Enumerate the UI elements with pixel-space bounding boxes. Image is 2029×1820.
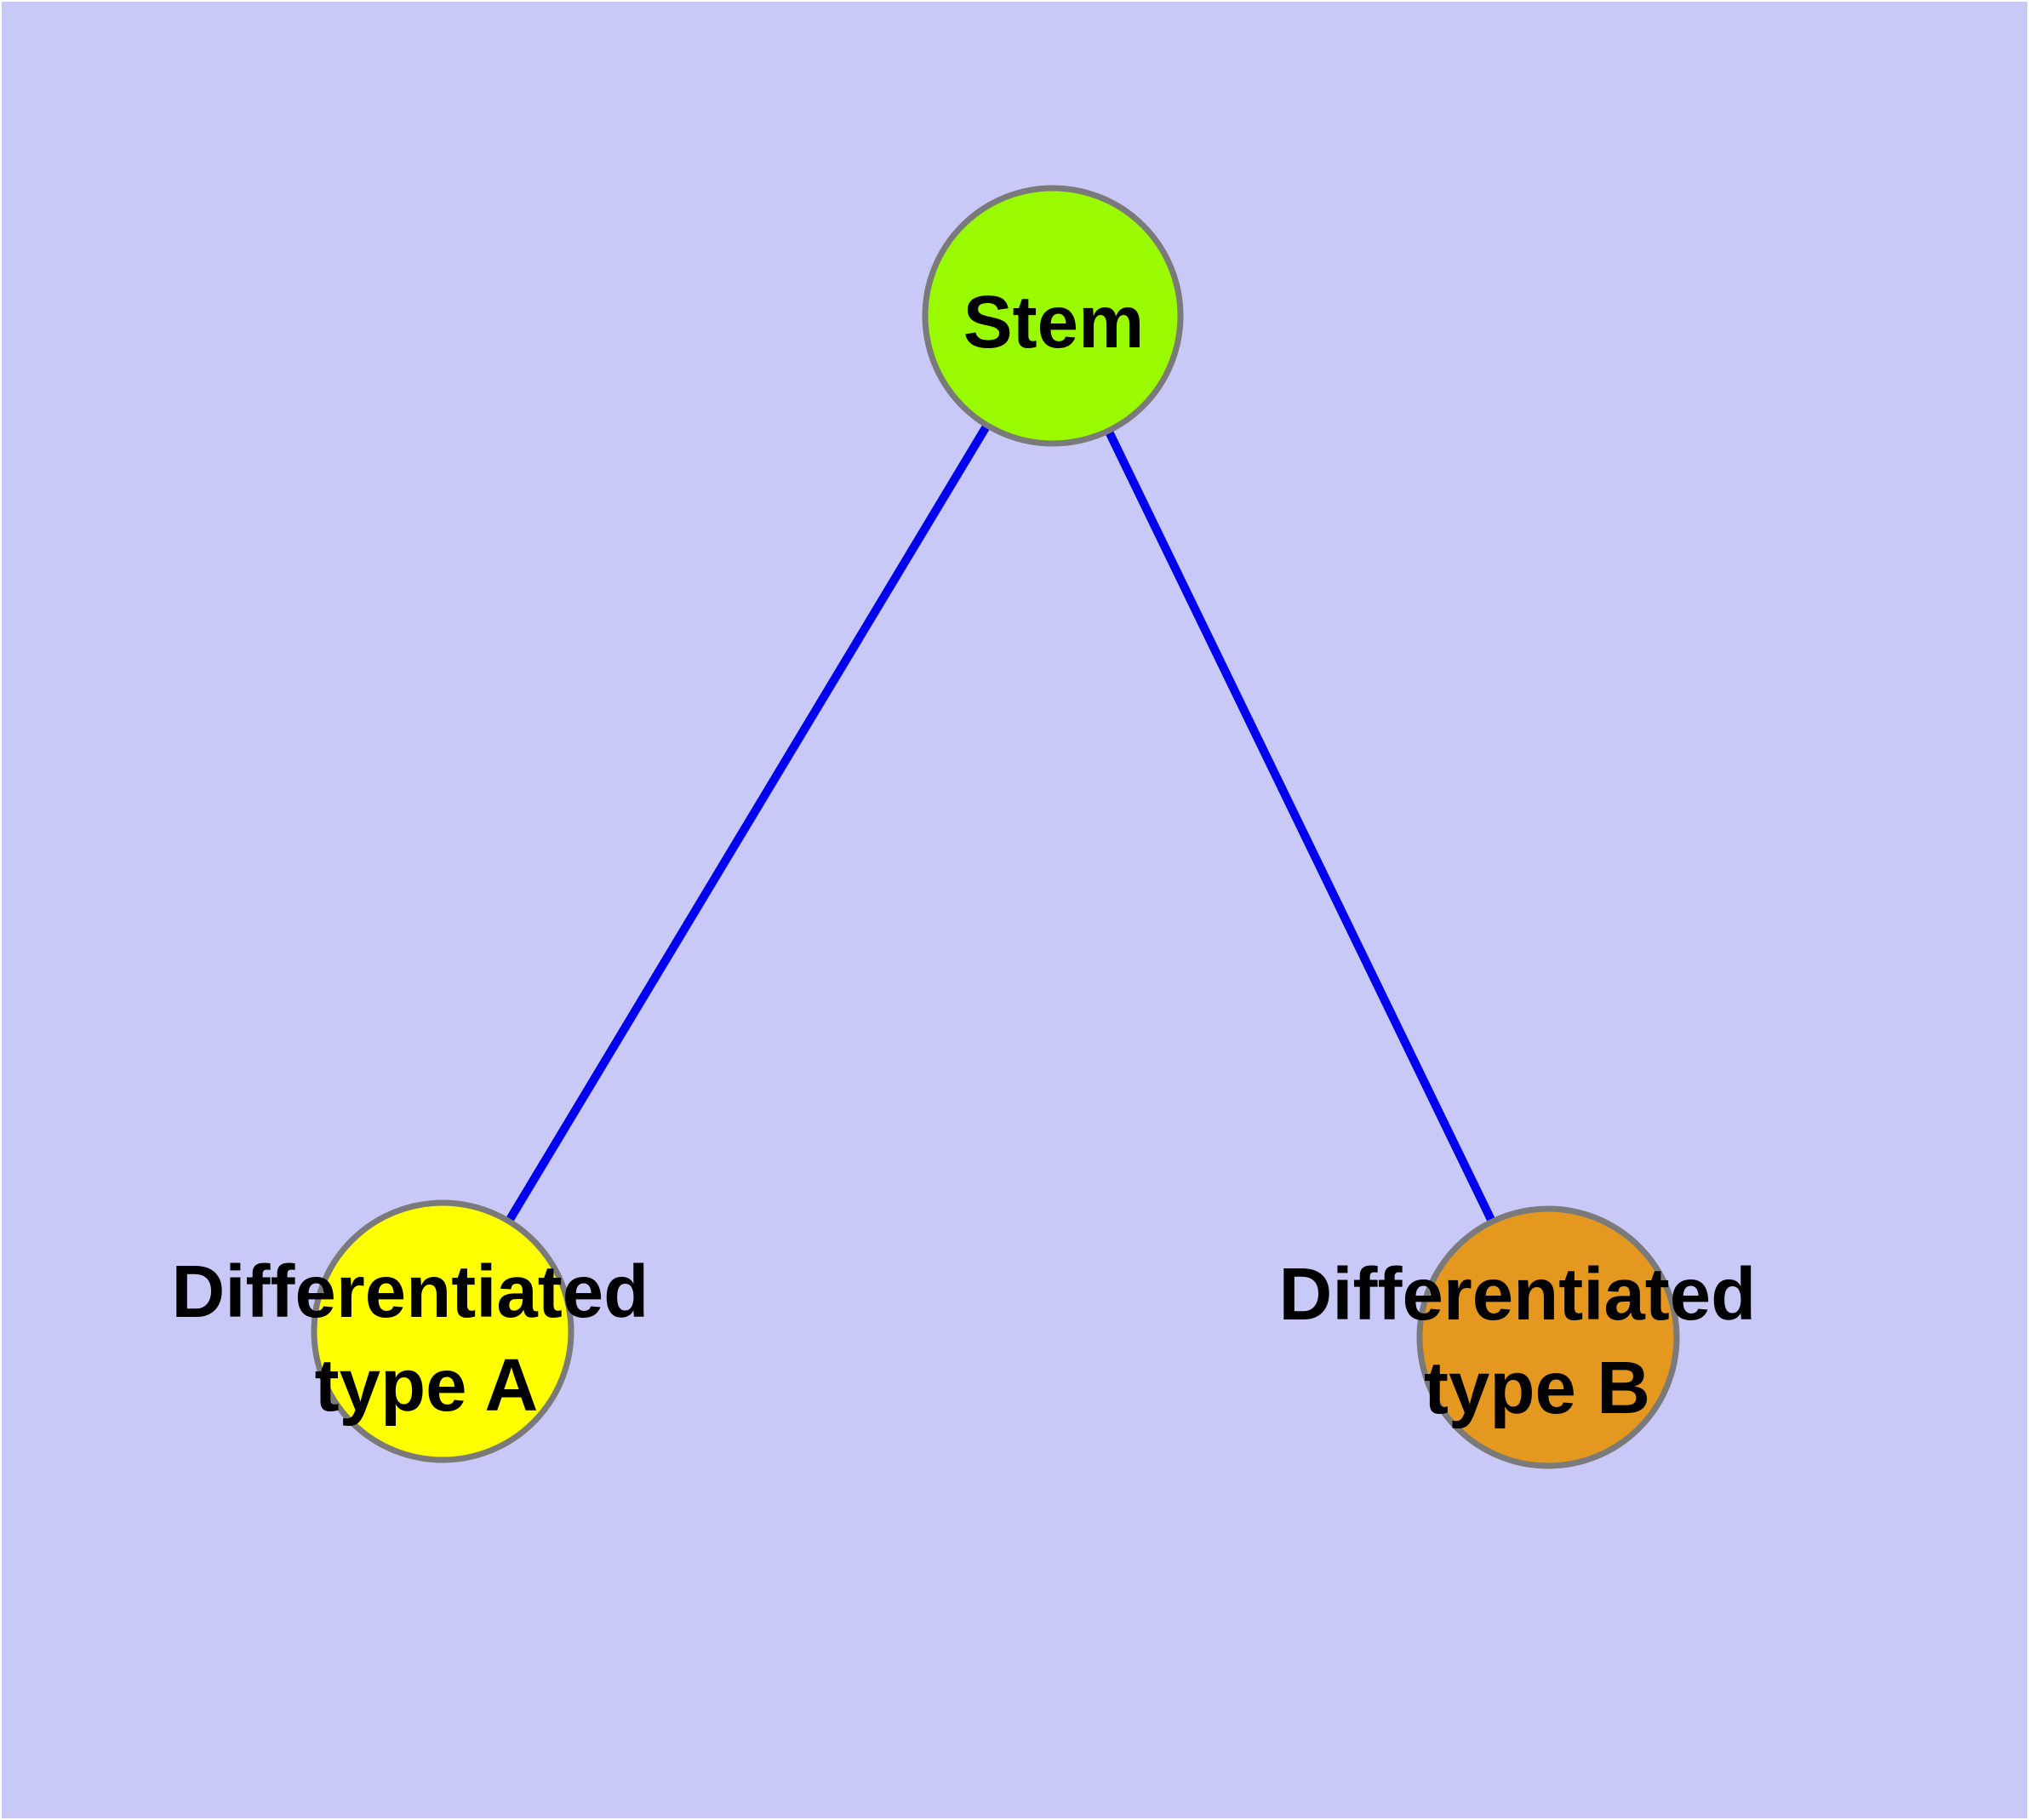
node-stem-circle bbox=[922, 185, 1184, 447]
node-type-b-circle bbox=[1416, 1205, 1680, 1469]
edge-stem-to-type-b bbox=[1049, 312, 1552, 1342]
edge-stem-to-type-a bbox=[438, 312, 1057, 1336]
node-type-b-label: Differentiated type B bbox=[1279, 1253, 1777, 1429]
node-stem-label: Stem bbox=[963, 281, 1145, 363]
node-type-b-label-line1: Differentiated bbox=[1279, 1253, 1757, 1336]
node-type-a-circle bbox=[311, 1199, 574, 1463]
node-type-a-label-line2: type A bbox=[315, 1344, 539, 1427]
node-type-a-label-line1: Differentiated bbox=[172, 1251, 649, 1333]
node-type-a-label: Differentiated type A bbox=[172, 1251, 670, 1427]
node-type-b-label-line2: type B bbox=[1424, 1347, 1650, 1429]
